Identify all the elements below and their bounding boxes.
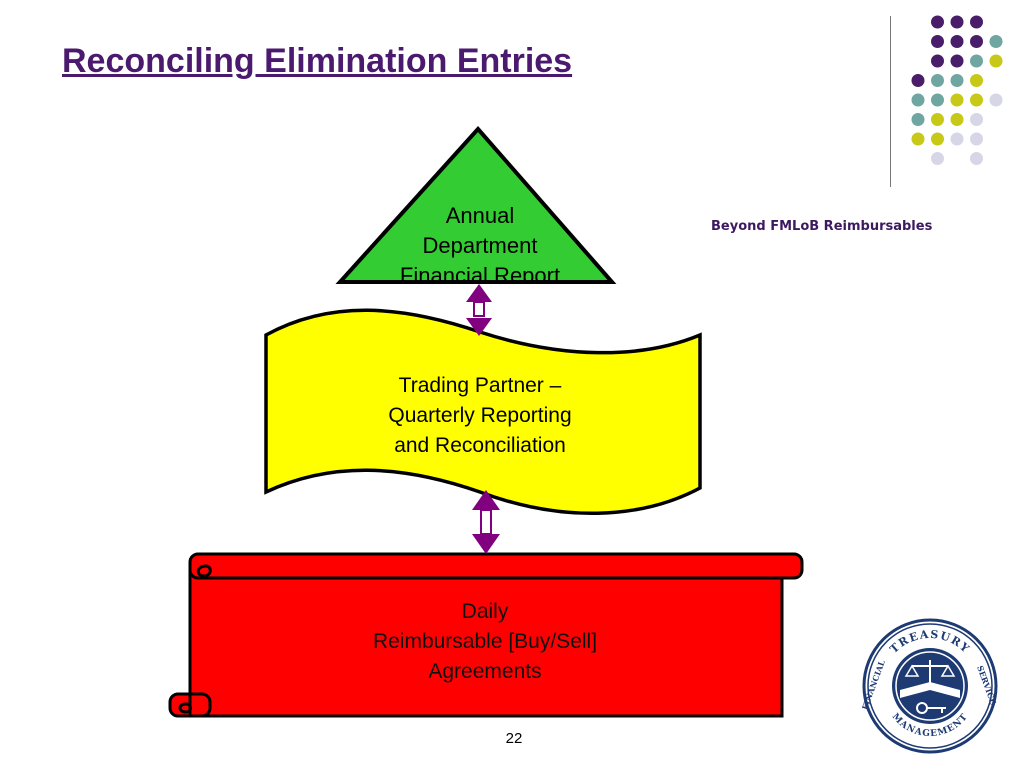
decorative-dot — [970, 15, 983, 29]
wave-document-shape — [264, 308, 702, 515]
decorative-dot — [970, 113, 983, 126]
decorative-dot — [970, 132, 983, 146]
connector-top-down-arrow — [466, 318, 492, 336]
bottom-node-text: Daily Reimbursable [Buy/Sell] Agreements — [285, 597, 685, 687]
decorative-dot — [989, 93, 1003, 107]
connector-bottom-down-arrow — [472, 534, 500, 554]
middle-node-line: Trading Partner – — [398, 374, 562, 397]
decorative-dot — [950, 74, 964, 87]
decorative-dot — [950, 15, 964, 29]
decorative-dot — [931, 152, 944, 165]
page-number: 22 — [505, 730, 523, 747]
decorative-dot — [970, 152, 983, 165]
connector-top-shaft — [473, 301, 485, 317]
decorative-dot — [931, 35, 944, 48]
decorative-dot — [970, 74, 983, 87]
connector-top — [466, 284, 492, 336]
top-node-text: Annual Department Financial Report — [380, 201, 580, 281]
decorative-dot — [970, 54, 983, 68]
scroll-top-roll — [188, 552, 804, 580]
connector-top-up-arrow — [466, 284, 492, 302]
bottom-node-line: Reimbursable [Buy/Sell] — [372, 630, 598, 653]
bottom-node-line: Daily — [461, 600, 509, 623]
decorative-dot — [931, 74, 944, 87]
decorative-dot — [931, 93, 944, 107]
decorative-dot — [950, 132, 964, 146]
bottom-node-line: Agreements — [428, 660, 542, 683]
decorative-dot — [931, 113, 944, 126]
middle-node-line: and Reconciliation — [394, 434, 566, 457]
slide-subtitle: Beyond FMLoB Reimbursables — [711, 219, 933, 234]
connector-bottom-up-arrow — [472, 490, 500, 510]
triangle-shape — [335, 125, 617, 284]
middle-node-line: Quarterly Reporting — [388, 404, 572, 427]
decorative-dot — [989, 54, 1003, 68]
decorative-dot — [931, 54, 944, 68]
treasury-seal-logo: TREASURY FINANCIAL SERVICE MANAGEMENT — [862, 618, 998, 754]
scroll-shape — [168, 552, 804, 718]
decorative-dot — [911, 132, 925, 146]
decorative-dot — [931, 132, 944, 146]
middle-node-text: Trading Partner – Quarterly Reporting an… — [330, 371, 630, 461]
connector-bottom-shaft — [480, 509, 492, 535]
top-node-line: Financial Report — [399, 263, 561, 281]
header-divider-line — [890, 16, 891, 187]
decorative-dot — [970, 35, 983, 48]
decorative-dot — [950, 93, 964, 107]
top-node-line: Annual — [445, 203, 515, 228]
decorative-dot — [931, 15, 944, 29]
decorative-dot — [989, 35, 1003, 48]
decorative-dot — [911, 74, 925, 87]
slide-title: Reconciling Elimination Entries — [62, 42, 573, 80]
decorative-dot — [950, 54, 964, 68]
decorative-dot — [911, 113, 925, 126]
decorative-dot — [911, 93, 925, 107]
decorative-dot — [970, 93, 983, 107]
decorative-dot — [950, 113, 964, 126]
decorative-dot — [950, 35, 964, 48]
top-node-line: Department — [422, 233, 538, 258]
scroll-top-curl — [196, 564, 212, 578]
connector-bottom — [472, 490, 500, 554]
